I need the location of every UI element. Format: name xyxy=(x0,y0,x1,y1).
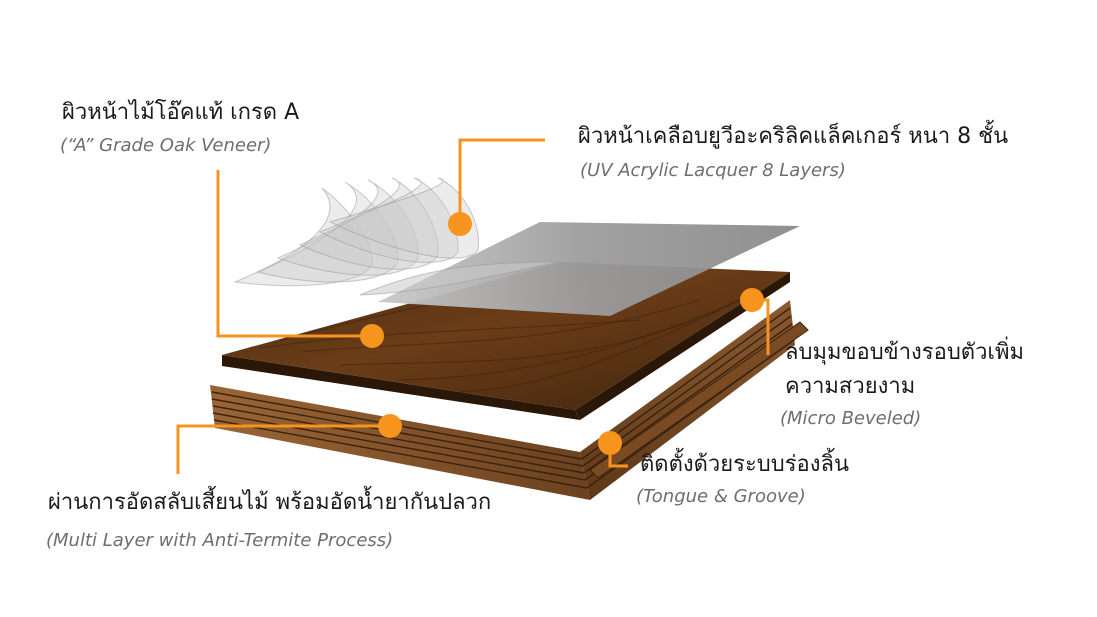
dot-bevel xyxy=(740,288,764,312)
veneer-label-english: (“A” Grade Oak Veneer) xyxy=(60,135,272,156)
tongue-edge xyxy=(589,321,809,479)
dot-veneer xyxy=(360,324,384,348)
dot-multilayer xyxy=(378,414,402,438)
bevel-label-english: (Micro Beveled) xyxy=(780,408,922,429)
peeling-veneer-sheets xyxy=(233,177,561,296)
multilayer-label-english: (Multi Layer with Anti-Termite Process) xyxy=(46,530,394,551)
veneer-top-surface xyxy=(222,262,790,410)
multilayer-label-thai: ผ่านการอัดสลับเสี้ยนไม้ พร้อมอัดน้ำยากัน… xyxy=(48,490,492,515)
lacquer-label-english: (UV Acrylic Lacquer 8 Layers) xyxy=(580,160,846,181)
dot-lacquer xyxy=(448,212,472,236)
dot-groove xyxy=(598,431,622,455)
leader-line-lacquer xyxy=(458,138,545,222)
veneer-edge-right xyxy=(575,272,790,420)
leader-line-multilayer xyxy=(176,424,390,474)
bevel-label-thai-line2: ความสวยงาม xyxy=(785,374,916,399)
lacquer-layer xyxy=(378,222,800,316)
callout-dots xyxy=(360,212,764,455)
groove-label-thai: ติดตั้งด้วยระบบร่องลิ้น xyxy=(640,452,849,477)
leader-line-veneer xyxy=(216,170,372,338)
groove-label-english: (Tongue & Groove) xyxy=(636,486,806,507)
veneer-label-thai: ผิวหน้าไม้โอ๊คแท้ เกรด A xyxy=(62,100,300,125)
lacquer-sheet xyxy=(378,222,800,316)
bevel-label-thai-line1: ลบมุมขอบข้างรอบตัวเพิ่ม xyxy=(785,340,1024,365)
veneer-edge xyxy=(222,355,580,420)
lacquer-label-thai: ผิวหน้าเคลือบยูวีอะคริลิคแล็คเกอร์ หนา 8… xyxy=(578,124,1009,149)
